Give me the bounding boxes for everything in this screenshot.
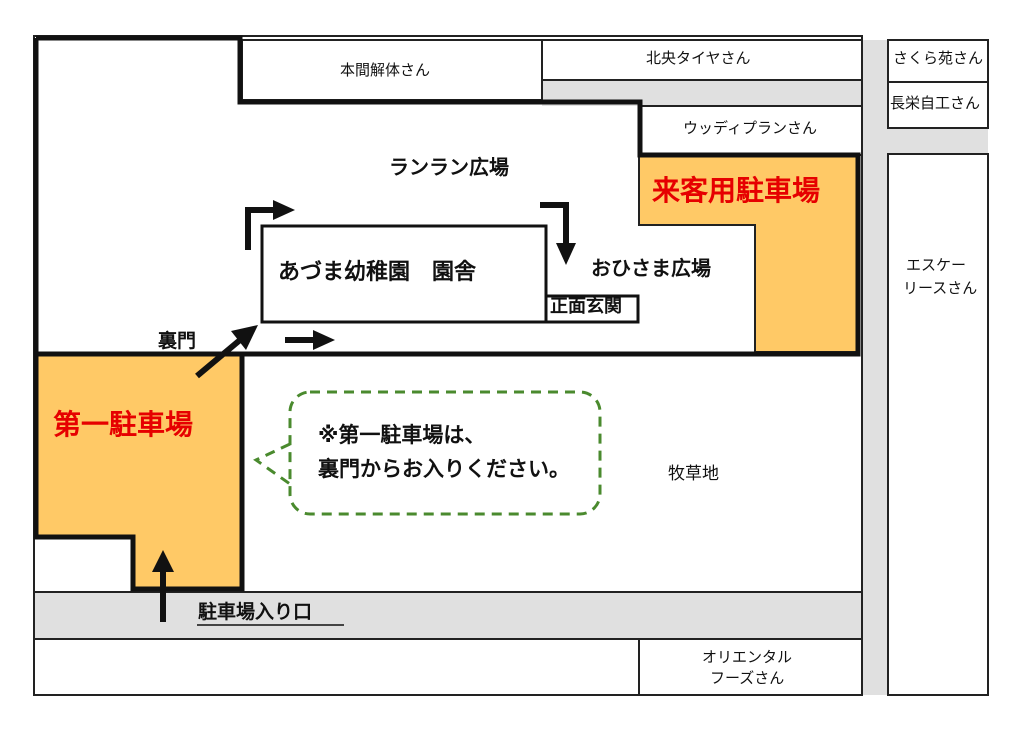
note-line1: ※第一駐車場は、 bbox=[318, 423, 486, 447]
oriental-label-line2: フーズさん bbox=[710, 669, 785, 687]
road-right-top bbox=[888, 128, 988, 154]
back-gate-label: 裏門 bbox=[158, 330, 197, 352]
parking-fills bbox=[36, 155, 858, 589]
note-tail bbox=[253, 442, 291, 486]
main-entrance-label: 正面玄関 bbox=[550, 296, 622, 317]
right-lots bbox=[887, 39, 989, 129]
esq-label-line2: リースさん bbox=[903, 279, 978, 297]
kindergarten-boundary bbox=[33, 35, 861, 592]
arrow-icon bbox=[285, 330, 335, 350]
note-line2: 裏門からお入りください。 bbox=[318, 457, 570, 481]
road-right bbox=[862, 40, 888, 695]
oriental-label-line1: オリエンタル bbox=[702, 648, 793, 666]
arrow-icon bbox=[245, 200, 295, 250]
parking-entrance-label: 駐車場入り口 bbox=[198, 601, 313, 623]
arrow-icon bbox=[540, 202, 576, 265]
hokuou-label: 北央タイヤさん bbox=[646, 49, 751, 67]
sakura-label: さくら苑さん bbox=[893, 49, 984, 67]
pasture-label: 牧草地 bbox=[668, 464, 719, 484]
honma-label: 本間解体さん bbox=[340, 61, 431, 79]
ohisama-label: おひさま広場 bbox=[591, 256, 711, 280]
boundary-first-parking bbox=[33, 354, 245, 592]
arrow-icon bbox=[152, 550, 174, 622]
nagae-label: 長栄自工さん bbox=[890, 94, 981, 112]
note-bubble bbox=[253, 390, 602, 516]
first-parking-label: 第一駐車場 bbox=[53, 408, 194, 441]
arrows bbox=[152, 200, 576, 622]
road-bottom bbox=[34, 592, 862, 639]
roads bbox=[34, 40, 988, 695]
esq-lot bbox=[887, 153, 989, 696]
visitor-parking-label: 来客用駐車場 bbox=[652, 174, 821, 207]
note-box bbox=[288, 390, 602, 516]
first-parking-area bbox=[36, 356, 240, 589]
esq-label-line1: エスケー bbox=[906, 256, 967, 274]
arrow-icon bbox=[195, 325, 258, 379]
kindergarten-building bbox=[260, 224, 640, 324]
kindergarten-label: あづま幼稚園 園舎 bbox=[278, 260, 477, 285]
boundary-upper bbox=[33, 35, 861, 357]
woody-label: ウッディプランさん bbox=[683, 119, 817, 137]
visitor-parking-area bbox=[639, 155, 858, 352]
ranran-label: ランラン広場 bbox=[389, 155, 509, 179]
